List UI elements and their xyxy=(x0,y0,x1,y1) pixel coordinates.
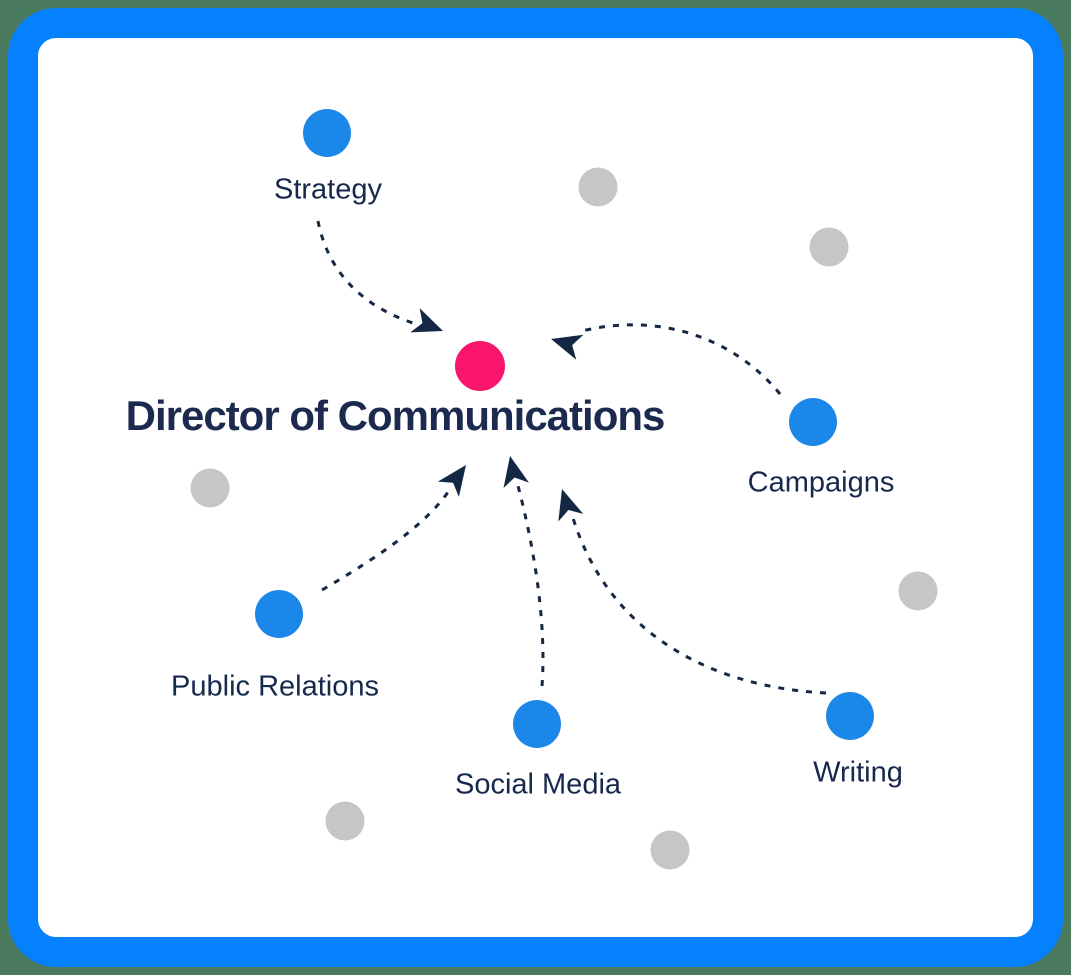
decor-dot xyxy=(650,830,690,870)
arrow-social-media-path xyxy=(515,481,545,687)
campaigns-node-circle xyxy=(789,398,837,446)
arrow-public-relations-to-center xyxy=(321,465,466,592)
arrow-social-media-to-center xyxy=(503,456,545,687)
frame-border xyxy=(8,8,1063,967)
arrowhead-icon xyxy=(551,334,584,360)
arrow-campaigns-to-center xyxy=(551,323,782,395)
decor-dot xyxy=(809,227,849,267)
arrow-campaigns-path xyxy=(581,323,782,395)
arrowhead-icon xyxy=(410,308,443,333)
strategy-label: Strategy xyxy=(274,173,382,206)
writing-node-circle xyxy=(826,692,874,740)
decor-dot xyxy=(898,571,938,611)
decor-dot xyxy=(578,167,618,207)
decor-dot xyxy=(325,801,365,841)
public-relations-label: Public Relations xyxy=(171,670,379,703)
arrow-strategy-to-center xyxy=(316,220,443,333)
writing-label: Writing xyxy=(813,756,903,789)
decor-dot xyxy=(190,468,230,508)
social-media-node-circle xyxy=(513,700,561,748)
arrow-public-relations-path xyxy=(321,485,454,592)
arrow-strategy-path xyxy=(316,220,414,325)
arrowhead-icon xyxy=(503,456,529,489)
campaigns-label: Campaigns xyxy=(747,466,895,499)
diagram-title: Director of Communications xyxy=(125,392,666,439)
center-node-circle xyxy=(455,341,505,391)
arrowhead-icon xyxy=(437,465,466,497)
strategy-node-circle xyxy=(303,109,351,157)
arrowhead-icon xyxy=(558,489,584,522)
arrow-writing-to-center xyxy=(558,489,827,695)
arrow-writing-path xyxy=(571,517,827,695)
social-media-label: Social Media xyxy=(454,768,622,801)
public-relations-node-circle xyxy=(255,590,303,638)
